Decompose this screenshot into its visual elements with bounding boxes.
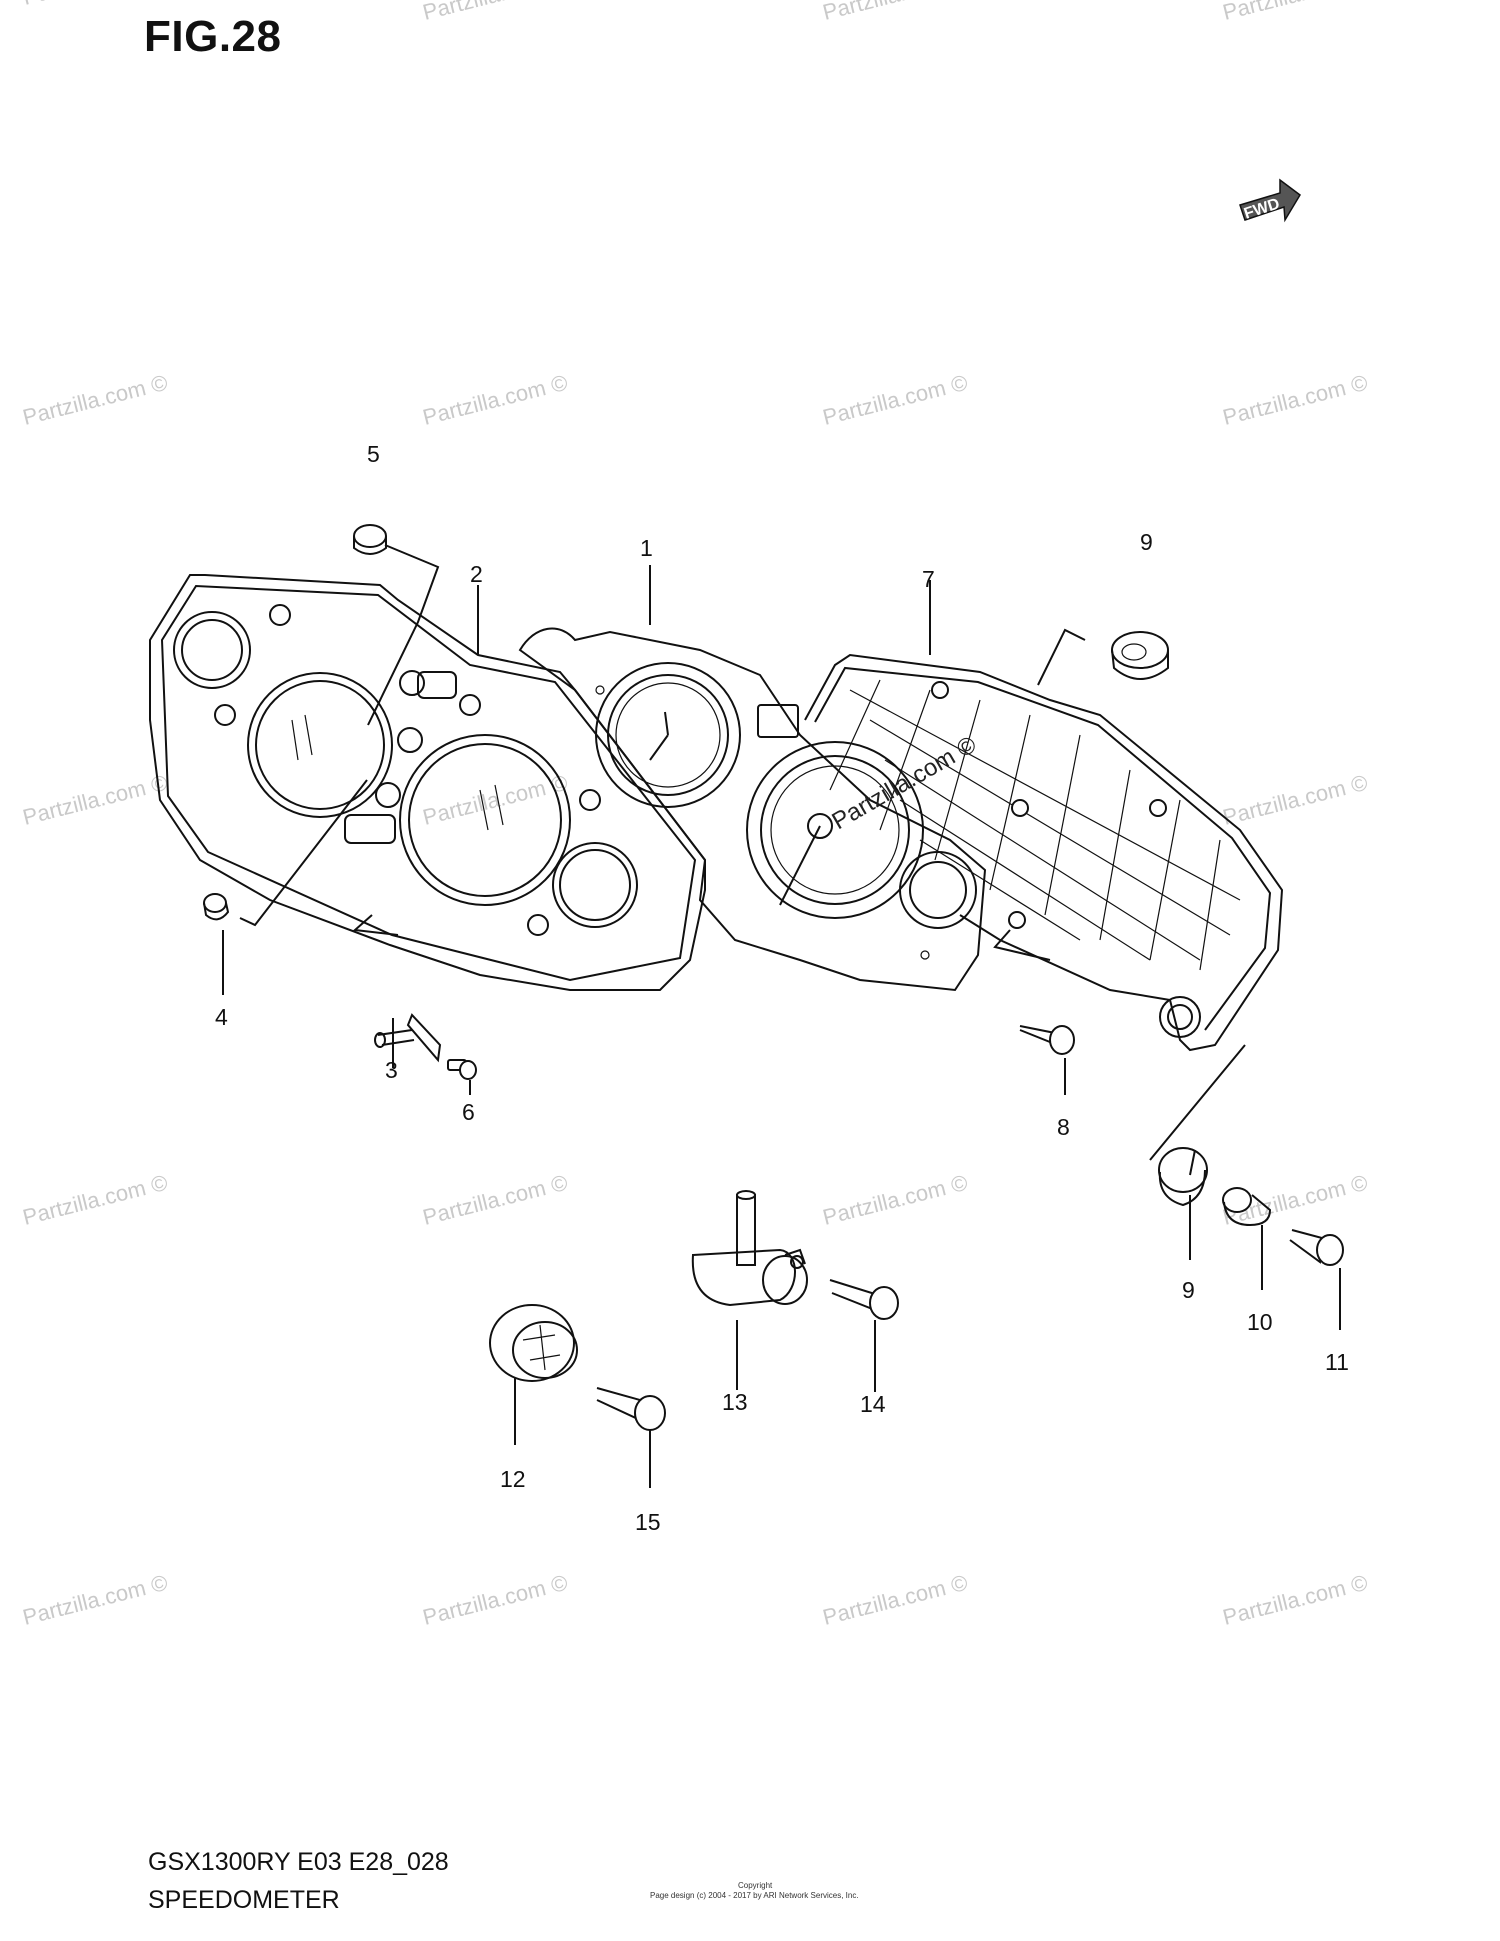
callout-6: 6 [462, 1099, 475, 1125]
bolt-part-14 [829, 1279, 899, 1320]
callout-10: 10 [1247, 1309, 1273, 1335]
grommet-part-9a [1111, 631, 1169, 680]
meter-case-part-7 [804, 653, 1284, 1052]
watermark: Partzilla.com © [1220, 770, 1370, 830]
watermark: Partzilla.com © [420, 770, 570, 830]
callout-13: 13 [722, 1389, 748, 1415]
watermark: Partzilla.com © [20, 1570, 170, 1630]
meter-assembly-part-1 [518, 627, 987, 992]
watermark: Partzilla.com © [420, 0, 570, 25]
watermark: Partzilla.com © [20, 1170, 170, 1230]
collar-part-10 [1222, 1187, 1272, 1227]
copyright-notice: Page design (c) 2004 - 2017 by ARI Netwo… [650, 1891, 859, 1900]
watermark: Partzilla.com © [820, 370, 970, 430]
fwd-arrow-icon: FWD [1239, 178, 1301, 223]
screw-part-6 [447, 1059, 477, 1080]
watermark: Partzilla.com © [820, 1570, 970, 1630]
watermark: Partzilla.com © [1220, 1570, 1370, 1630]
callout-15: 15 [635, 1509, 661, 1535]
watermark: Partzilla.com © [820, 0, 970, 25]
section-name: SPEEDOMETER [148, 1886, 340, 1914]
model-code: GSX1300RY E03 E28_028 [148, 1848, 449, 1876]
watermark: Partzilla.com © [20, 370, 170, 430]
callout-2: 2 [470, 561, 483, 587]
callout-9b: 9 [1182, 1277, 1195, 1303]
sensor-part-13 [691, 1190, 808, 1307]
callout-7: 7 [922, 566, 935, 592]
grommet-part-9b [1158, 1147, 1208, 1207]
bracket-part-3 [374, 1013, 442, 1063]
watermark: Partzilla.com © [420, 1170, 570, 1230]
watermark: Partzilla.com © [820, 1170, 970, 1230]
callout-9a: 9 [1140, 529, 1153, 555]
bolt-part-4 [203, 893, 230, 921]
callout-8: 8 [1057, 1114, 1070, 1140]
meter-cover-part-2 [149, 574, 706, 991]
leader-lines [222, 544, 1341, 1488]
callout-labels: 5 2 1 7 9 4 3 6 8 9 10 11 12 15 13 14 [215, 441, 1349, 1535]
callout-3: 3 [385, 1057, 398, 1083]
callout-1: 1 [640, 535, 653, 561]
callout-14: 14 [860, 1391, 886, 1417]
screw-part-8 [1019, 1025, 1075, 1055]
bolt-part-11 [1289, 1229, 1344, 1266]
screw-part-15 [596, 1387, 666, 1431]
watermark: Partzilla.com © [20, 0, 170, 10]
watermark: Partzilla.com © [1220, 0, 1370, 25]
copyright-label: Copyright [738, 1881, 773, 1890]
watermark: Partzilla.com © [420, 1570, 570, 1630]
retainer-part-12 [489, 1304, 578, 1382]
watermark-layer: Partzilla.com © Partzilla.com © Partzill… [20, 0, 1370, 1630]
watermark: Partzilla.com © [20, 770, 170, 830]
callout-11: 11 [1325, 1349, 1349, 1375]
grommet-part-5 [353, 524, 387, 555]
fwd-label: FWD [1242, 195, 1282, 222]
callout-4: 4 [215, 1004, 228, 1030]
watermark: Partzilla.com © [420, 370, 570, 430]
callout-12: 12 [500, 1466, 526, 1492]
watermark: Partzilla.com © [1220, 370, 1370, 430]
callout-5: 5 [367, 441, 380, 467]
figure-title: FIG.28 [144, 12, 282, 61]
